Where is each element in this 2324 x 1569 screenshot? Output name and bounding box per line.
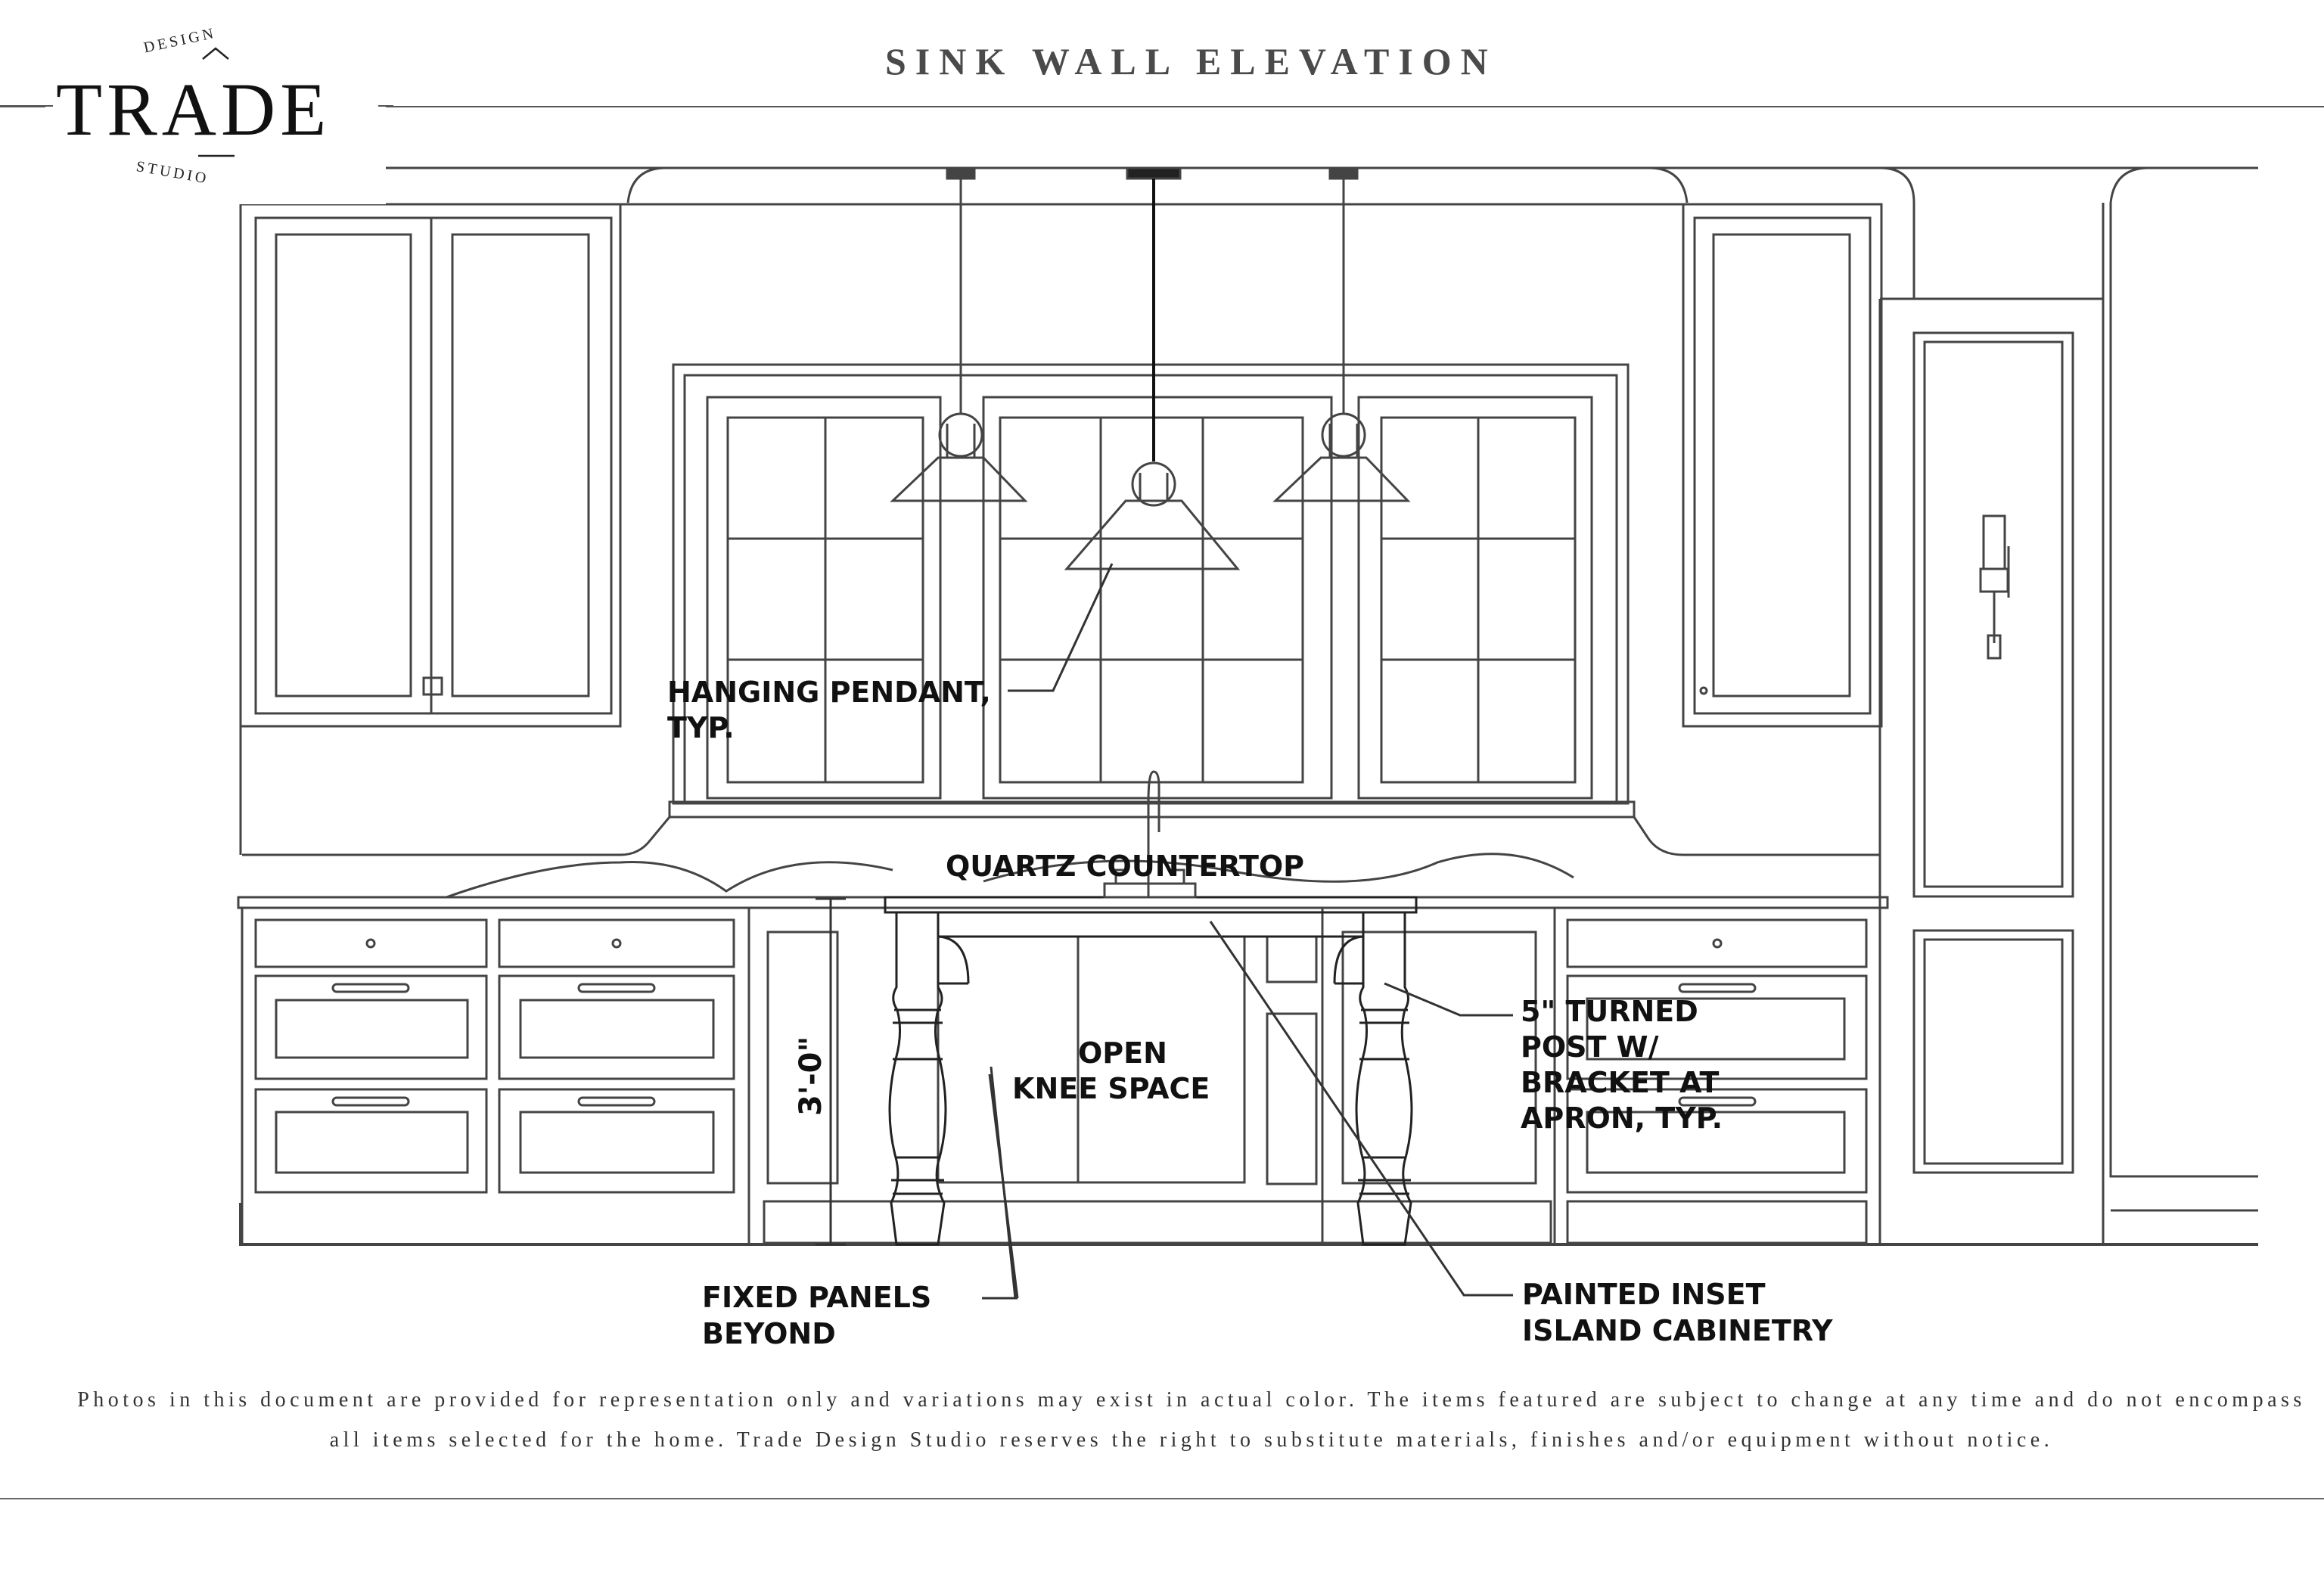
turned-post-right	[1355, 911, 1413, 1246]
pendant-left	[890, 166, 1028, 502]
label-painted-inset: PAINTED INSET	[1522, 1278, 1766, 1311]
right-upper-cabinet	[1682, 203, 1883, 728]
soffit-curve-mid	[1648, 166, 1689, 204]
island	[884, 896, 1418, 1246]
label-knee-space: KNEE SPACE	[1012, 1072, 1210, 1105]
label-island-cabinetry: ISLAND CABINETRY	[1522, 1314, 1833, 1347]
faucet	[1103, 770, 1197, 899]
label-post-2: POST W/	[1521, 1030, 1659, 1064]
pendant-center	[1064, 166, 1241, 570]
logo-bottom-arc: STUDIO	[135, 158, 210, 188]
logo-top-arc: DESIGN	[142, 25, 218, 57]
pantry-upper-panel	[1912, 331, 2074, 898]
soffit-curve-far	[2109, 166, 2258, 204]
label-post-4: APRON, TYP.	[1521, 1101, 1723, 1135]
label-fixed-panels: FIXED PANELS	[702, 1281, 931, 1314]
leader-fixed-panels	[988, 1073, 1019, 1299]
footer-rule	[0, 1498, 2324, 1499]
leader-pendant	[1008, 563, 1114, 692]
backsplash-left	[242, 816, 671, 856]
logo-wordmark: TRADE	[56, 67, 331, 151]
label-post-3: BRACKET AT	[1521, 1066, 1720, 1099]
logo-background	[45, 15, 386, 204]
label-fixed-beyond: BEYOND	[702, 1317, 836, 1350]
soffit-curve-left	[626, 166, 666, 204]
pantry-lower-panel	[1912, 929, 2074, 1174]
floor-line	[239, 1203, 2258, 1246]
label-countertop: QUARTZ COUNTERTOP	[946, 850, 1304, 883]
drawing-labels: HANGING PENDANT, TYP. QUARTZ COUNTERTOP …	[667, 676, 1833, 1350]
header-rule	[0, 106, 2324, 107]
height-dim-text: 3'-0"	[794, 1036, 828, 1116]
height-dimension: 3'-0"	[794, 897, 846, 1246]
footer-disclaimer: Photos in this document are provided for…	[77, 1388, 2306, 1452]
label-post-1: 5" TURNED	[1521, 995, 1698, 1028]
label-pendant-typ: TYP.	[667, 711, 735, 744]
backsplash-right	[1633, 816, 1880, 856]
page-title: SINK WALL ELEVATION	[885, 40, 1497, 82]
soffit-curve-right	[1879, 166, 1915, 299]
leader-painted	[1209, 921, 1513, 1297]
label-knee-open: OPEN	[1078, 1036, 1167, 1070]
turned-post-left	[888, 911, 947, 1246]
label-pendant: HANGING PENDANT,	[667, 676, 991, 709]
left-upper-cabinet	[239, 203, 622, 728]
pendant-right	[1272, 166, 1411, 502]
leader-post	[1384, 982, 1513, 1017]
